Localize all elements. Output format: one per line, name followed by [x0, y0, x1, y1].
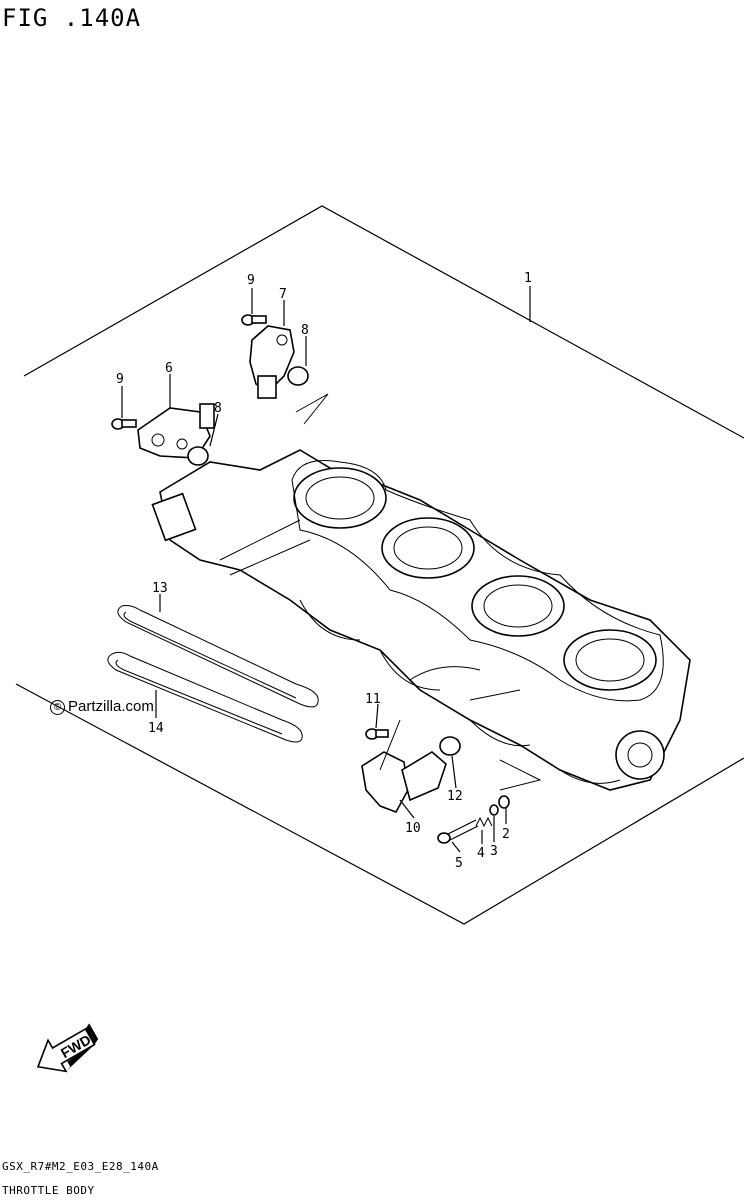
clip-2	[498, 795, 510, 809]
callout-9a: 9	[247, 273, 255, 288]
callout-6: 6	[165, 361, 173, 376]
watermark-text: Partzilla.com	[68, 698, 154, 715]
screw-9a	[241, 314, 267, 326]
o-ring-12	[439, 736, 461, 756]
watermark: ©Partzilla.com	[50, 698, 154, 715]
sensor-part-7	[249, 325, 295, 399]
leader-lines	[121, 286, 542, 853]
gasket-13	[117, 605, 319, 708]
bolt-5	[437, 819, 479, 844]
callout-13: 13	[152, 581, 168, 596]
callout-7: 7	[279, 287, 287, 302]
callout-11: 11	[365, 692, 381, 707]
copyright-icon: ©	[50, 700, 65, 715]
callout-14: 14	[148, 721, 164, 736]
figure-title: FIG .140A	[2, 4, 142, 32]
o-ring-8a	[287, 366, 309, 386]
callout-4: 4	[477, 846, 485, 861]
callout-10: 10	[405, 821, 421, 836]
callout-12: 12	[447, 789, 463, 804]
throttle-body-assembly	[151, 449, 691, 791]
callout-3: 3	[490, 844, 498, 859]
assembly-outline	[15, 205, 744, 925]
screw-11	[365, 728, 389, 740]
section-title: THROTTLE BODY	[2, 1184, 95, 1197]
callout-5: 5	[455, 856, 463, 871]
washer-3	[489, 804, 499, 816]
callout-9b: 9	[116, 372, 124, 387]
spring-4	[475, 816, 493, 828]
screw-9b	[111, 418, 137, 430]
fwd-arrow-icon: FWD	[36, 1023, 99, 1073]
callout-8b: 8	[214, 401, 222, 416]
sensor-part-6	[137, 403, 215, 459]
drawing-code: GSX_R7#M2_E03_E28_140A	[2, 1160, 159, 1173]
callout-8a: 8	[301, 323, 309, 338]
o-ring-8b	[187, 446, 209, 466]
sensor-part-10	[361, 751, 447, 813]
callout-1: 1	[524, 271, 532, 286]
gasket-14	[107, 651, 303, 743]
callout-2: 2	[502, 827, 510, 842]
callout-labels: 1 2 3 4 5 6 7 8 8 9 9 10 11 12 13 14	[116, 271, 532, 871]
